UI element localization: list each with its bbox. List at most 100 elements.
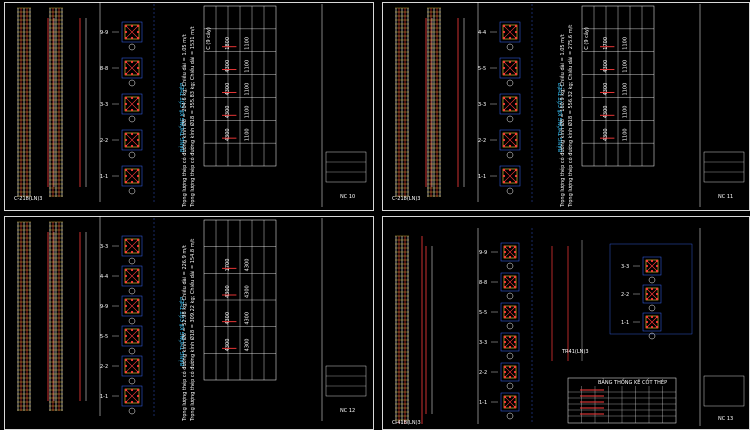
sheet2-rebar-dot — [508, 72, 512, 76]
sheet3-section-marker — [128, 407, 136, 415]
sheet4-rebar-dot — [508, 395, 512, 399]
sheet2-section-marker — [506, 43, 514, 51]
sheet3-rebar-dot — [130, 238, 134, 242]
sheet2-rebar-dot — [514, 174, 518, 178]
sheet2-rebar-dot — [502, 36, 506, 40]
sheet3-section-marker — [128, 317, 136, 325]
sheet4-rebar-dot — [645, 325, 649, 329]
sheet1-rebar-dot — [136, 72, 140, 76]
sheet2-note-1: Trọng lượng thép có đường kính Ø8 = 160.… — [558, 34, 566, 208]
sheet2-cut-label: 5-5 — [478, 66, 486, 72]
sheet4-cut-label: 1-1 — [621, 320, 629, 326]
sheet2-section-marker — [506, 151, 514, 159]
sheet1-section-marker — [128, 187, 136, 195]
sheet1-rebar-dot — [124, 132, 128, 136]
sheet4-cut-label: 1-1 — [479, 400, 487, 406]
sheet2-rebar-dot — [514, 108, 518, 112]
sheet3-rebar-dot — [136, 274, 140, 278]
sheet4-section-tie — [645, 287, 659, 301]
sheet3-rebar-dot — [136, 238, 140, 242]
sheet4-section-outline — [642, 256, 662, 276]
sheet4-rebar-dot — [508, 405, 512, 409]
sheet4-rebar-dot — [513, 255, 517, 259]
sheet3-rebar-dot — [136, 298, 140, 302]
sheet2-rebar-dot — [502, 30, 506, 34]
sheet4-section-tie — [503, 245, 517, 259]
sheet2-rebar-dot — [502, 108, 506, 112]
sheet2-section-outline — [499, 57, 521, 79]
sheet2-section-tie — [502, 60, 518, 76]
sheet4-section-marker — [506, 292, 514, 300]
sheet2-table-cell: 1100 — [622, 106, 628, 119]
sheet2-note-2: Trọng lượng thép có đường kính Ø18 = 556… — [566, 25, 574, 208]
sheet4-section-outline — [500, 392, 520, 412]
sheet2-rebar-dot — [502, 66, 506, 70]
sheet3-section-tie — [124, 388, 140, 404]
sheet2-table-cell: 1100 — [622, 128, 628, 141]
sheet3-rebar-dot — [136, 400, 140, 404]
sheet2-rebar-dot — [514, 30, 518, 34]
sheet3-section-tie — [124, 298, 140, 314]
sheet3-section-outline — [121, 385, 143, 407]
sheet1-rebar-dot — [136, 60, 140, 64]
sheet4-rebar-dot — [645, 297, 649, 301]
sheet4-rebar-dot — [655, 297, 659, 301]
sheet4-rebar-dot — [650, 269, 654, 273]
sheet2-rebar-dot — [508, 132, 512, 136]
sheet4-rebar-dot — [503, 340, 507, 344]
sheet2-rebar-dot — [502, 168, 506, 172]
sheet3-rebar-dot — [124, 304, 128, 308]
sheet1-rebar-dot — [124, 36, 128, 40]
sheet4-section-tie — [503, 395, 517, 409]
sheet4-rebar-dot — [645, 320, 649, 324]
sheet3-rebar-dot — [136, 304, 140, 308]
sheet2-section-tie — [502, 24, 518, 40]
sheet4-rebar-dot — [655, 315, 659, 319]
sheet2-section-tie — [502, 96, 518, 112]
sheet1-table-cell: 1100 — [244, 128, 250, 141]
sheet4-rebar-dot — [513, 395, 517, 399]
sheet2-rebar-dot — [508, 36, 512, 40]
sheet4-rebar-dot — [503, 365, 507, 369]
sheet1-rebar-dot — [136, 180, 140, 184]
sheet2-table-title: BẢNG THỐNG KÊ CỐT THÉP — [556, 83, 564, 152]
sheet4-rebar-dot — [513, 340, 517, 344]
sheet2-rebar-dot — [514, 102, 518, 106]
sheet3-rebar-dot — [130, 280, 134, 284]
sheet2-rebar-dot — [514, 96, 518, 100]
sheet4-rebar-dot — [503, 310, 507, 314]
sheet4-side-label: TR41(LN)3 — [561, 349, 589, 355]
sheet3-cut-label: 5-5 — [100, 334, 108, 340]
sheet3-rebar-dot — [130, 328, 134, 332]
sheet4-rebar-dot — [513, 375, 517, 379]
sheet3-rebar-dot — [124, 358, 128, 362]
sheet1-section-tie — [124, 24, 140, 40]
sheet2-rebar-dot — [508, 60, 512, 64]
sheet1-table-cell: 1100 — [244, 60, 250, 73]
sheet3-rebar-dot — [124, 298, 128, 302]
sheet4-section-tie — [503, 305, 517, 319]
sheet4-rebar-dot — [513, 305, 517, 309]
sheet1-note-1: Trọng lượng thép có đường kính Ø8 = 204.… — [180, 34, 188, 208]
sheet1-table-cell: 4300 — [225, 83, 231, 96]
sheet2-rebar-dot — [502, 102, 506, 106]
sheet3-section-outline — [121, 355, 143, 377]
sheet2-cut-label: 1-1 — [478, 174, 486, 180]
sheet4-section-outline — [642, 312, 662, 332]
sheet1-rebar-dot — [136, 66, 140, 70]
sheet1-rebar-dot — [124, 60, 128, 64]
sheet2-stamp: NC 11 — [718, 194, 733, 200]
sheet1-section-tie — [124, 132, 140, 148]
sheet3-table-cell: 4300 — [244, 312, 250, 325]
sheet3-table-cell: 4300 — [244, 339, 250, 352]
sheet1-section-label: C-218(LN)3 — [14, 196, 42, 202]
sheet4-stamp: NC 13 — [718, 416, 733, 422]
sheet3-section-tie — [124, 238, 140, 254]
sheet4-rebar-dot — [513, 345, 517, 349]
sheet1-rebar-dot — [136, 132, 140, 136]
sheet1-table-cell: 1100 — [244, 83, 250, 96]
sheet2-table-cell: 1100 — [622, 60, 628, 73]
sheet4-rebar-dot — [513, 245, 517, 249]
sheet4-rebar-dot — [508, 305, 512, 309]
sheet4-rebar-dot — [650, 315, 654, 319]
